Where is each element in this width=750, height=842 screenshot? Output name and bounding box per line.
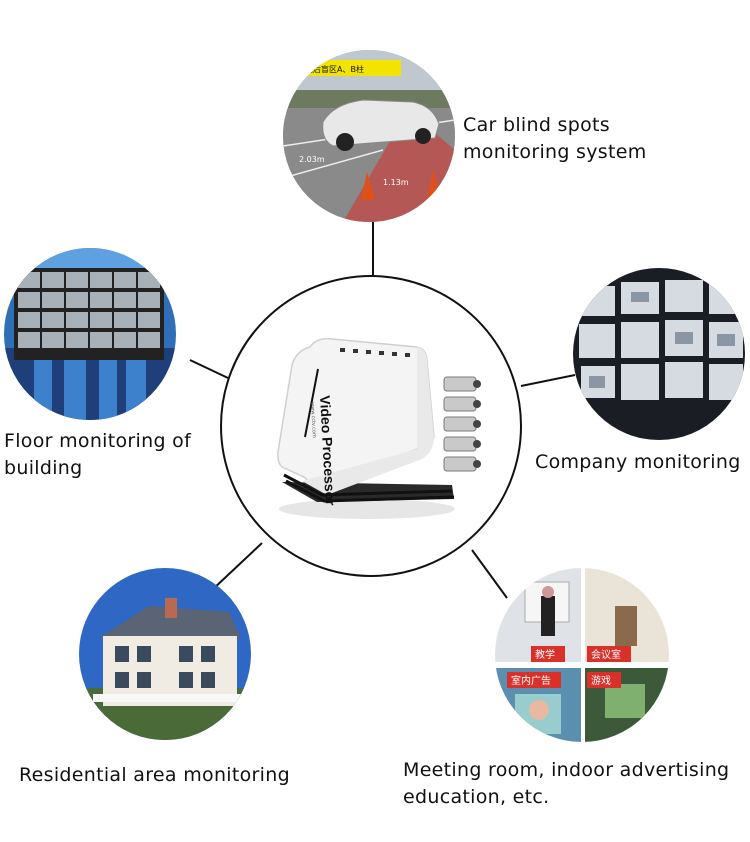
label-meeting-line-2: education, etc. bbox=[403, 786, 550, 808]
label-car-line-2: monitoring system bbox=[463, 141, 647, 163]
label-floor-line-1: Floor monitoring of bbox=[4, 430, 192, 452]
label-floor-line-2: building bbox=[4, 457, 83, 479]
label-floor: Floor monitoring of building bbox=[4, 428, 191, 482]
label-residential: Residential area monitoring bbox=[19, 762, 290, 789]
car-banner-text: 侧后盲区A、B柱 bbox=[305, 64, 364, 74]
video-processor-device-icon bbox=[277, 337, 481, 519]
label-company: Company monitoring bbox=[535, 449, 741, 476]
house-photo bbox=[79, 568, 251, 740]
car-distance-2: 1.13m bbox=[383, 178, 409, 187]
line-residential bbox=[211, 542, 263, 591]
collage-photo: 教学 会议室 室内广告 游戏 bbox=[495, 568, 669, 742]
line-company bbox=[520, 374, 576, 387]
label-residential-line-1: Residential area monitoring bbox=[19, 764, 290, 786]
label-car: Car blind spots monitoring system bbox=[463, 112, 647, 166]
car-blind-spot-photo: 侧后盲区A、B柱 2.03m 1.13m bbox=[283, 50, 455, 222]
label-meeting-line-1: Meeting room, indoor advertising bbox=[403, 759, 730, 781]
car-distance-1: 2.03m bbox=[299, 155, 325, 164]
label-company-line-1: Company monitoring bbox=[535, 451, 741, 473]
video-wall-photo bbox=[573, 268, 745, 440]
line-meeting bbox=[471, 549, 508, 599]
tag-indoor-ad: 室内广告 bbox=[511, 674, 551, 687]
center-circle bbox=[220, 275, 522, 577]
tag-game: 游戏 bbox=[591, 674, 611, 687]
building-control-room-photo bbox=[4, 248, 176, 420]
tag-meeting: 会议室 bbox=[591, 648, 621, 661]
line-floor bbox=[189, 359, 229, 379]
tag-teaching: 教学 bbox=[535, 648, 555, 661]
label-car-line-1: Car blind spots bbox=[463, 114, 610, 136]
label-meeting: Meeting room, indoor advertising educati… bbox=[403, 757, 729, 811]
